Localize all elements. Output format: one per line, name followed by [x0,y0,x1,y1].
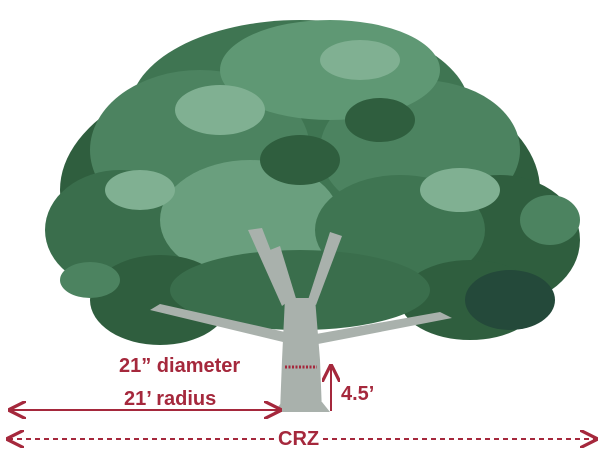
height-label: 4.5’ [338,383,377,405]
radius-label: 21’ radius [121,388,219,410]
crz-label: CRZ [275,428,322,450]
diameter-label: 21” diameter [116,355,243,377]
